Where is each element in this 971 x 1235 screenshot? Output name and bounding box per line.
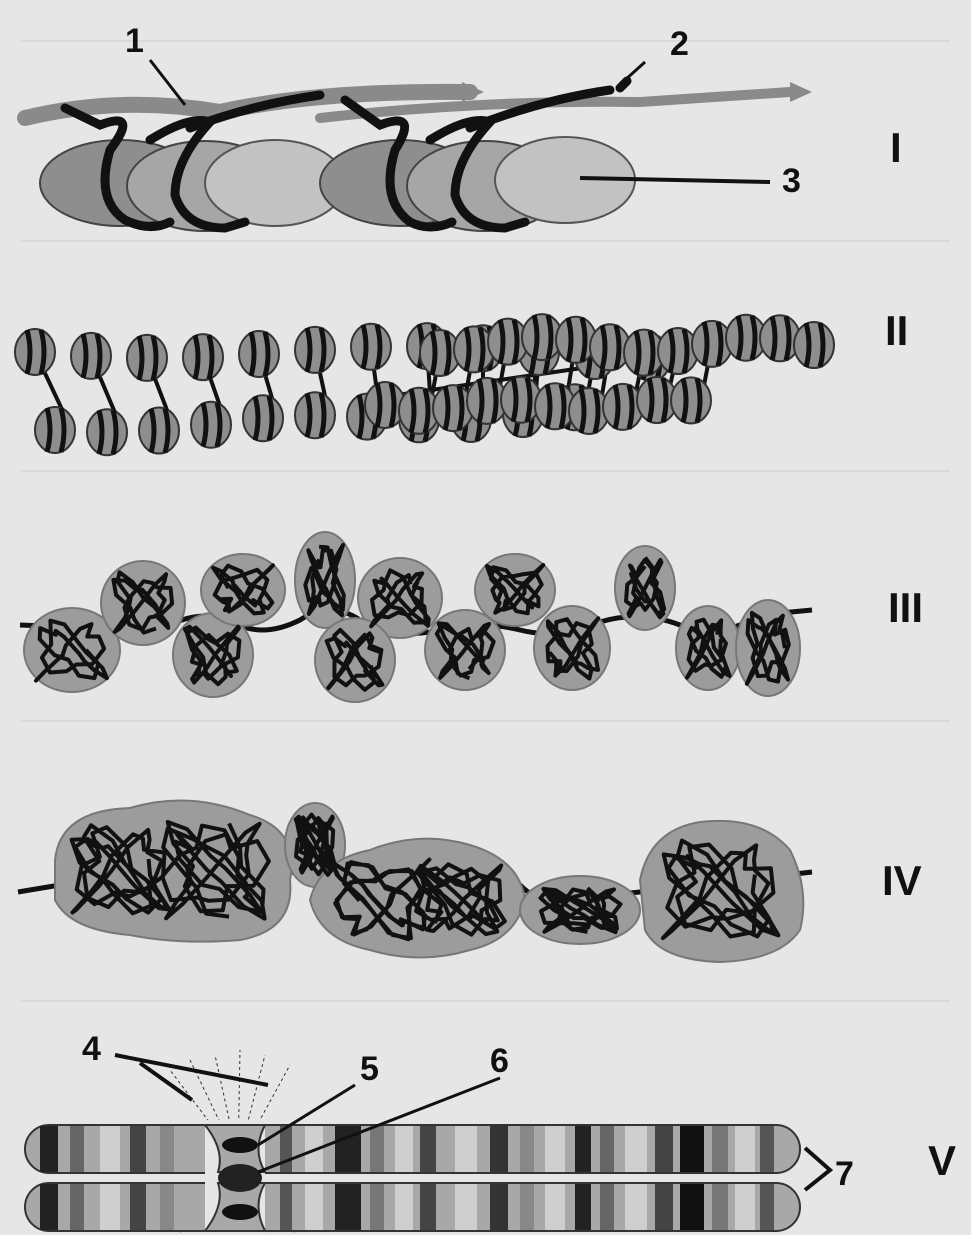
histone-core	[71, 333, 111, 379]
chromosome-band	[600, 1184, 614, 1230]
histone-core	[139, 408, 179, 454]
chromosome-band	[575, 1126, 591, 1172]
stage-label-5: V	[928, 1137, 956, 1184]
nucleosome	[139, 408, 179, 454]
chromosome-band	[655, 1184, 673, 1230]
chromosome-band	[305, 1184, 323, 1230]
histone-core	[671, 377, 711, 423]
chromosome-band	[70, 1126, 84, 1172]
nucleosome	[183, 334, 223, 380]
chromosome-band	[130, 1126, 146, 1172]
chromosome-band	[370, 1126, 384, 1172]
chromosome-band	[680, 1184, 704, 1230]
nucleosome	[295, 392, 335, 438]
chromosome-band	[100, 1126, 120, 1172]
nucleosome	[87, 409, 127, 455]
chromosome-band	[130, 1184, 146, 1230]
chromatin-loop	[296, 815, 335, 875]
loop-domain	[736, 600, 800, 696]
histone-core	[191, 402, 231, 448]
nucleosome	[35, 407, 75, 453]
chromosome-band	[545, 1184, 565, 1230]
chromosome-band	[70, 1184, 84, 1230]
nucleosome	[351, 324, 391, 370]
chromosome-band	[760, 1126, 774, 1172]
chromosome-band	[100, 1184, 120, 1230]
stage-label-4: IV	[882, 857, 922, 904]
stage-label-2: II	[885, 307, 908, 354]
chromosome-band	[575, 1184, 591, 1230]
chromosome-band	[395, 1184, 413, 1230]
nucleosome	[15, 329, 55, 375]
chromosome-band	[625, 1184, 647, 1230]
histone-core	[295, 392, 335, 438]
nucleosome	[243, 395, 283, 441]
nucleosome	[454, 326, 494, 372]
chromosome-band	[40, 1126, 58, 1172]
histone-core	[15, 329, 55, 375]
chromosome-band	[370, 1184, 384, 1230]
label-6: 6	[490, 1042, 509, 1080]
histone-core	[794, 322, 834, 368]
chromosome-band	[735, 1126, 755, 1172]
label-2: 2	[670, 25, 689, 63]
label-4: 4	[82, 1030, 101, 1068]
chromosome-band	[280, 1184, 292, 1230]
nucleosome	[127, 335, 167, 381]
chromosome-band	[160, 1184, 174, 1230]
chromosome-band	[490, 1184, 508, 1230]
histone-core	[87, 409, 127, 455]
chromosome-band	[712, 1126, 728, 1172]
chromosome-band	[655, 1126, 673, 1172]
chromosome-band	[490, 1126, 508, 1172]
chromosome-band	[40, 1184, 58, 1230]
histone-core	[295, 327, 335, 373]
chromosome-band	[420, 1184, 436, 1230]
stage-label-1: I	[890, 124, 902, 171]
chromosome-band	[520, 1184, 534, 1230]
label-7: 7	[835, 1155, 854, 1193]
histone-core	[243, 395, 283, 441]
chromosome-band	[280, 1126, 292, 1172]
label-1: 1	[125, 22, 144, 60]
chromosome-band	[600, 1126, 614, 1172]
chromosome-band	[520, 1126, 534, 1172]
chromosome-band	[335, 1184, 361, 1230]
chromosome-band	[680, 1126, 704, 1172]
centromere-core	[218, 1164, 262, 1192]
chromosome-band	[395, 1126, 413, 1172]
chromosome-band	[455, 1184, 477, 1230]
histone-core	[183, 334, 223, 380]
nucleosome	[71, 333, 111, 379]
nucleosome	[671, 377, 711, 423]
histone-core	[239, 331, 279, 377]
histone-core	[35, 407, 75, 453]
histone-core	[351, 324, 391, 370]
chromosome-band	[735, 1184, 755, 1230]
label-5: 5	[360, 1050, 379, 1088]
kinetochore	[222, 1204, 258, 1220]
chromosome-band	[455, 1126, 477, 1172]
histone-core	[454, 326, 494, 372]
nucleosome	[239, 331, 279, 377]
label-3: 3	[782, 162, 801, 200]
chromosome-band	[760, 1184, 774, 1230]
stage-label-3: III	[888, 584, 923, 631]
histone-core	[127, 335, 167, 381]
nucleosome	[794, 322, 834, 368]
chromosome-band	[712, 1184, 728, 1230]
chromosome-band	[545, 1126, 565, 1172]
kinetochore	[222, 1137, 258, 1153]
nucleosome	[191, 402, 231, 448]
chromosome-band	[420, 1126, 436, 1172]
nucleosome	[295, 327, 335, 373]
chromosome-band	[625, 1126, 647, 1172]
chromosome-band	[160, 1126, 174, 1172]
